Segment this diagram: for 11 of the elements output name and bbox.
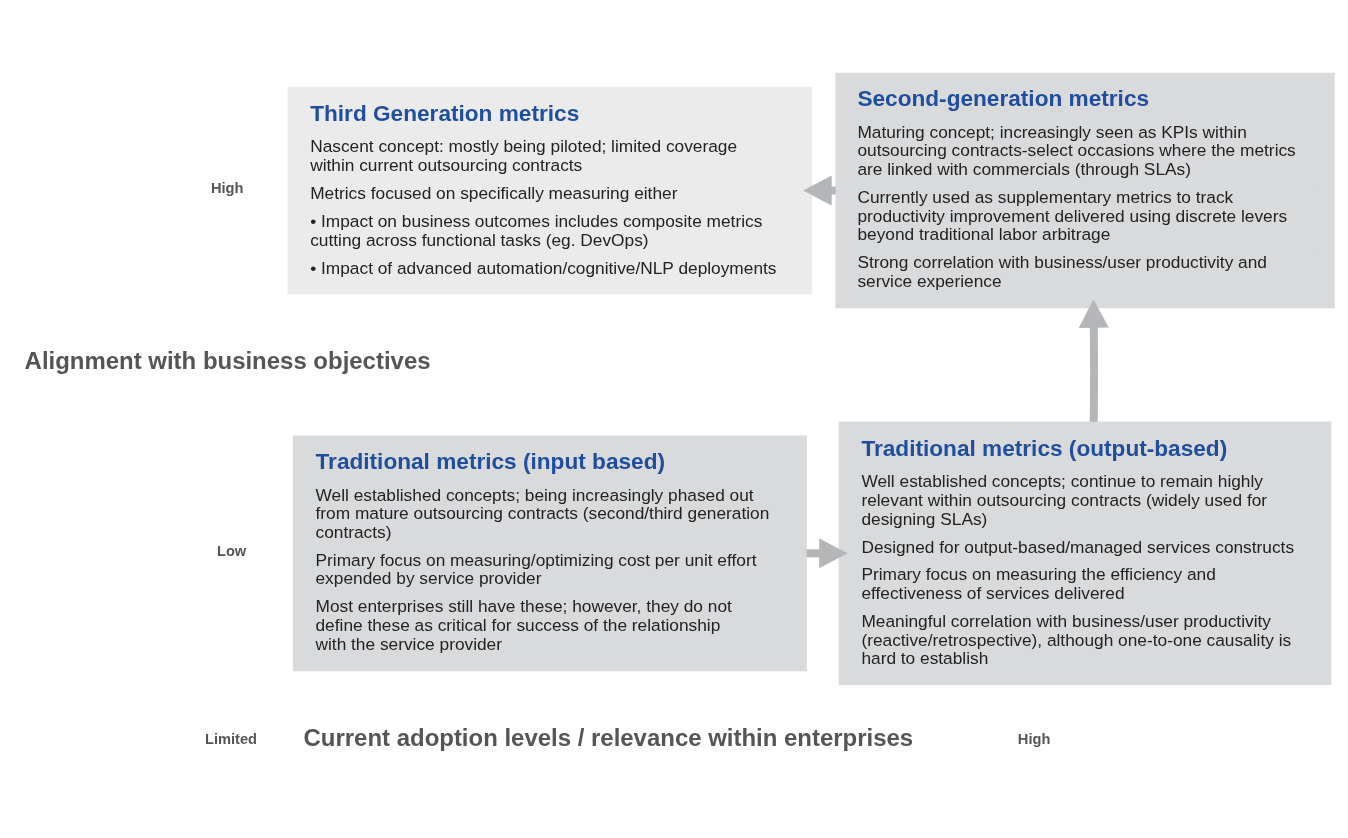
label: High [210,179,244,196]
label: High [1017,730,1051,747]
node-box: Third Generation metrics Nascent concept: mostly being piloted; limited coverage within current outsourcing contracts Metrics focused on specifically measuring either • Impact on business outcomes includes composite metrics cutting across functional tasks (eg. DevOps) • Impact of advanced automation/cognitive/NLP deployments [287,86,813,294]
label: Current adoption levels / relevance within enterprises [303,723,914,751]
node-box: Second-generation metrics Maturing concept; increasingly seen as KPIs within outsourcing contracts-select occasions where the metrics are linked with commercials (through SLAs) Currently used as supplementary metrics to track productivity improvement delivered using discrete levers beyond traditional labor arbitrage Strong correlation with business/user productivity and service experience [835,72,1335,308]
label: Limited [205,730,258,747]
label: Alignment with business objectives [24,346,431,374]
node-box: Traditional metrics (input based) Well established concepts; being increasingly phased out from mature outsourcing contracts (second/third generation contracts) Primary focus on measuring/optimizing cost per unit effort expended by service provider Most enterprises still have these; however, they do not define these as critical for success of the relationship with the service provider [292,434,807,671]
label: Low [216,542,247,559]
node-box: Traditional metrics (output-based) Well established concepts; continue to remain highly relevant within outsourcing contracts (widely used for designing SLAs) Designed for output-based/managed services constructs Primary focus on measuring the efficiency and effectiveness of services delivered Meaningful correlation with business/user productivity (reactive/retrospective), although one-to-one causality is hard to establish [838,421,1332,685]
arrow [1078,298,1109,422]
